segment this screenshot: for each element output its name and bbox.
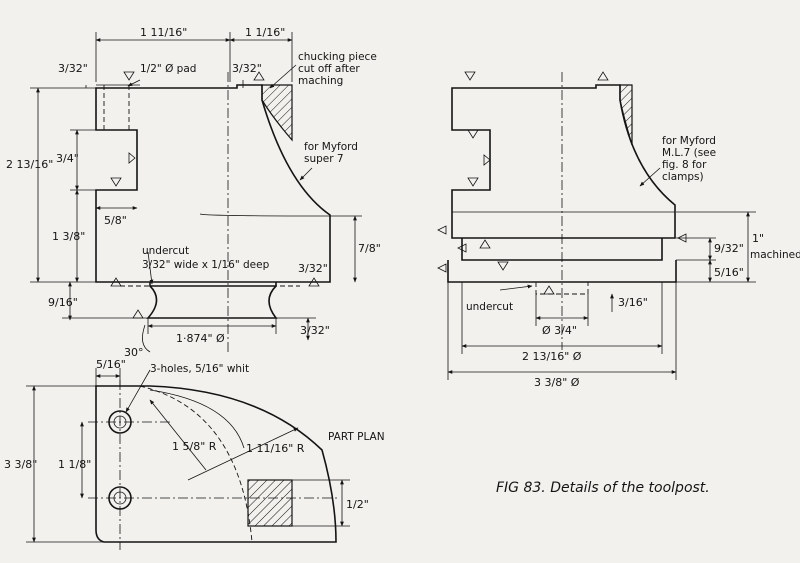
part-plan-label: PART PLAN [328,431,385,443]
dim-pad-height: 3/32" [58,62,88,75]
plan-hole-2 [108,486,132,510]
dim-chuck-height: 3/32" [232,62,262,75]
note-undercut-1: undercut [142,245,189,257]
left-chucking-piece [261,84,293,142]
note-ml7-2: M.L.7 (see [662,147,716,159]
dim-lower-height: 1 3/8" [52,230,85,243]
right-chucking-piece [619,84,633,146]
note-ml7-1: for Myford [662,135,716,147]
right-elevation: for Myford M.L.7 (see fig. 8 for clamps)… [437,71,800,389]
note-chucking-2: cut off after [298,63,360,75]
left-spigot [146,282,278,319]
dim-spigot-height: 3/16" [618,296,648,309]
note-myford-2: super 7 [304,153,344,165]
dim-radius-small: 1 5/8" R [172,440,217,453]
dim-plan-slot: 1/2" [346,498,369,511]
dim-base: 9/16" [48,296,78,309]
plan-outline [95,385,337,543]
dim-machined: 1" [752,232,764,245]
dim-hole-offset: 5/16" [96,358,126,371]
dim-plan-overall: 3 3/8" [4,458,37,471]
dim-slot-depth: 5/8" [104,214,127,227]
plan-radius-leader [187,427,299,481]
dim-undercut-right: 3/32" [298,262,328,275]
dim-width-top-right: 1 1/16" [245,26,285,39]
dim-overall-height: 2 13/16" [6,158,53,171]
plan-hole-1 [108,410,132,434]
note-right-undercut: undercut [466,301,513,313]
dim-hole-spacing: 1 1/8" [58,458,91,471]
left-pad [103,85,130,130]
note-ml7-4: clamps) [662,171,704,183]
note-pad: 1/2" Ø pad [140,63,196,75]
left-elevation: 1 11/16" 1 1/16" 3/32" 1/2" Ø pad 3/32" … [6,26,381,359]
right-body-outline [451,84,676,239]
note-myford-1: for Myford [304,141,358,153]
dim-gap: 9/32" [714,242,744,255]
dim-spigot-right: 3/32" [300,324,330,337]
right-spigot [526,281,598,295]
dim-angle: 30° [124,346,144,359]
dim-washer-diameter: 2 13/16" Ø [522,350,582,363]
plan-slot-section [247,479,293,527]
note-ml7-3: fig. 8 for [662,159,707,171]
dim-radius-large: 1 11/16" R [246,442,305,455]
note-chucking-1: chucking piece [298,51,377,63]
plan-radius-arc [149,389,245,449]
dim-width-top: 1 11/16" [140,26,187,39]
dim-lower-right: 7/8" [358,242,381,255]
note-machined: machined [750,249,800,261]
part-plan: 5/16" 3-holes, 5/16" whit 3 3/8" 1 1/8" … [4,358,385,550]
note-holes: 3-holes, 5/16" whit [150,363,249,375]
dim-slot: 3/4" [56,152,79,165]
note-chucking-3: maching [298,75,343,87]
dim-ring: 5/16" [714,266,744,279]
note-undercut-2: 3/32" wide x 1/16" deep [142,259,270,271]
left-undercut [120,281,300,287]
dim-right-spigot: Ø 3/4" [542,324,577,337]
figure-caption: FIG 83. Details of the toolpost. [496,480,710,496]
dim-base-diameter: 3 3/8" Ø [534,376,580,389]
dim-spigot-diameter: 1·874" Ø [176,332,225,345]
plan-inner-arc [139,385,253,543]
left-body-outline [95,84,331,283]
left-step-line [199,213,331,217]
